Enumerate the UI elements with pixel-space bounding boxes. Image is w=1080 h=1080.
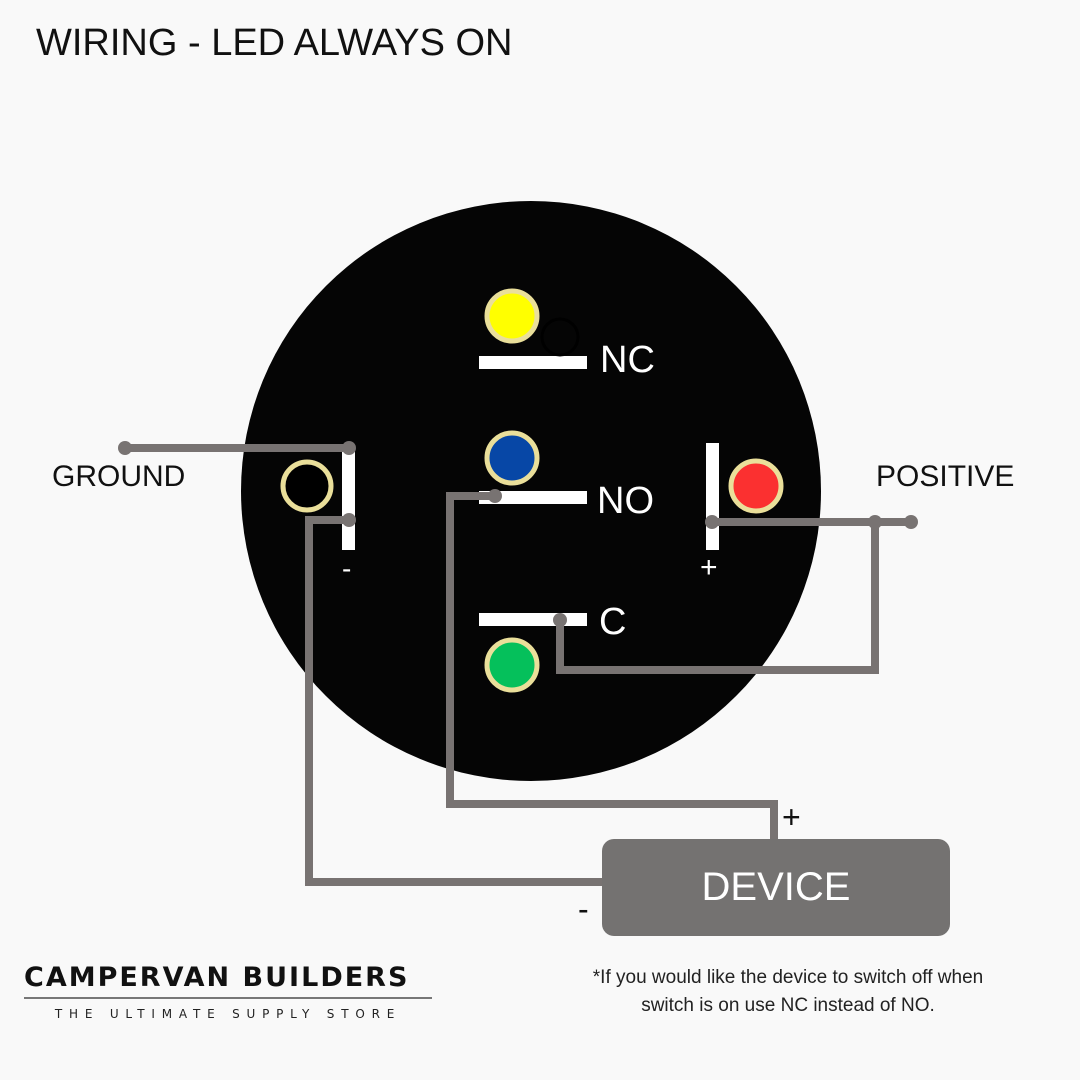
footnote: *If you would like the device to switch … [548,964,1028,1020]
nc-label: NC [600,339,655,381]
nc-pin-outline [540,317,580,357]
no-junction-dot [488,489,502,503]
negative-to-device-wire [305,516,603,886]
footnote-line-1: *If you would like the device to switch … [592,967,984,988]
no-label: NO [597,480,654,522]
c-label: C [599,601,626,643]
positive-label: POSITIVE [876,460,1014,493]
no-terminal [479,491,587,504]
logo-divider [24,997,432,999]
brand-tagline: THE ULTIMATE SUPPLY STORE [54,1007,402,1021]
black-led [280,459,334,513]
negative-terminal-label: - [342,553,351,584]
green-led [484,637,540,693]
negative-terminal [342,446,355,550]
c-terminal [479,613,587,626]
negative-junction-dot [342,513,356,527]
ground-junction-dot [342,441,356,455]
brand-logo: CAMPERVAN BUILDERS THE ULTIMATE SUPPLY S… [24,962,432,1021]
footnote-line-2: switch is on use NC instead of NO. [641,995,935,1016]
ground-label: GROUND [52,460,185,493]
positive-terminal-label: + [700,551,718,584]
brand-name: CAMPERVAN BUILDERS [24,962,410,993]
diagram-title: WIRING - LED ALWAYS ON [36,22,513,64]
device-plus-label: + [782,799,801,835]
ground-wire-end-dot [118,441,132,455]
c-junction-dot [553,613,567,627]
blue-led [484,430,540,486]
positive-to-c-wire [556,522,879,674]
no-to-device-wire [446,492,778,840]
yellow-led [484,288,540,344]
positive-wire-end-dot [904,515,918,529]
nc-terminal [479,356,587,369]
positive-terminal [706,443,719,550]
device-box [602,839,950,936]
device-label: DEVICE [702,865,851,909]
device-minus-label: - [578,891,589,927]
red-led [728,458,784,514]
positive-split-dot [868,515,882,529]
positive-junction-dot [705,515,719,529]
